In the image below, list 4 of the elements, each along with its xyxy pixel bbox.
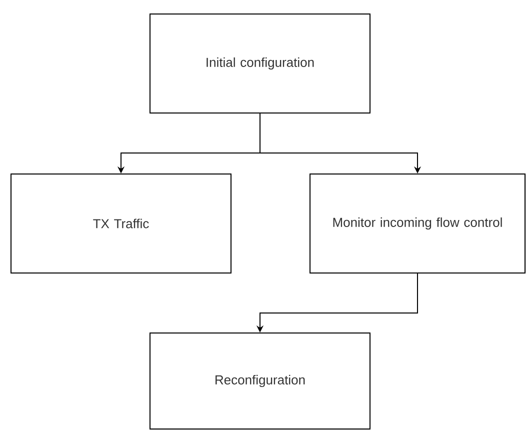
process-box: TX Traffic — [10, 174, 232, 274]
process-box: Initial configuration — [150, 14, 370, 114]
process-box: Reconfiguration — [150, 332, 370, 430]
process-box: Monitor incoming flow control — [310, 174, 526, 274]
